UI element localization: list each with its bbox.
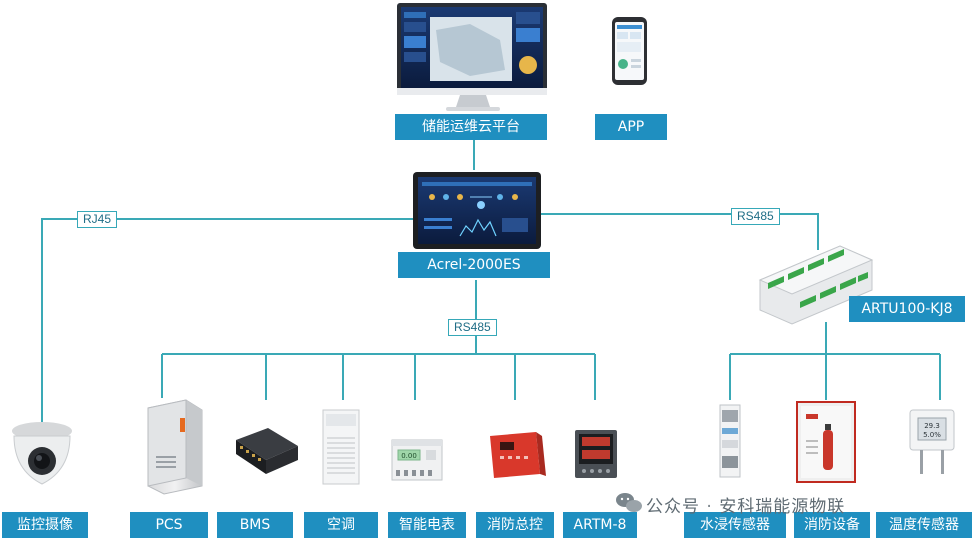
connection-lines	[41, 138, 941, 422]
sensor-label-water: 水浸传感器	[684, 512, 786, 538]
device-label-bms: BMS	[217, 512, 293, 538]
watermark: 公众号 · 安科瑞能源物联	[614, 492, 845, 517]
fire-equipment-icon	[796, 401, 856, 483]
gateway-screen-icon	[413, 172, 541, 249]
watermark-separator: ·	[706, 497, 713, 517]
pcs-cabinet-icon	[147, 399, 203, 495]
sensor-label-fire: 消防设备	[794, 512, 870, 538]
rj45-tag: RJ45	[77, 211, 118, 228]
cloud-platform-label: 储能运维云平台	[395, 114, 547, 140]
bms-box-icon	[236, 428, 298, 474]
sensor-label-temp: 温度传感器	[876, 512, 972, 538]
artm-monitor-icon	[575, 430, 617, 478]
rs485-mid-tag: RS485	[448, 319, 497, 336]
device-label-pcs: PCS	[130, 512, 208, 538]
io-module-icon	[758, 245, 874, 325]
camera-icon	[12, 422, 72, 485]
module-label: ARTU100-KJ8	[849, 296, 965, 322]
air-conditioner-icon	[322, 409, 360, 485]
meter-reading: 0.00	[401, 452, 417, 460]
temperature-sensor-icon: 29.3 5.0%	[909, 409, 955, 474]
device-label-aircon: 空调	[304, 512, 378, 538]
cloud-monitor-icon	[397, 3, 547, 111]
camera-label: 监控摄像	[2, 512, 88, 538]
smart-meter-icon: 0.00	[391, 439, 443, 481]
device-label-meter: 智能电表	[388, 512, 466, 538]
rs485-right-tag: RS485	[731, 208, 780, 225]
wechat-icon	[616, 493, 642, 512]
water-leak-sensor-icon	[719, 404, 741, 478]
device-label-artm: ARTM-8	[563, 512, 637, 538]
temp-reading: 29.3	[924, 422, 940, 430]
watermark-brand: 安科瑞能源物联	[719, 497, 846, 517]
gateway-label: Acrel-2000ES	[398, 252, 550, 278]
phone-icon	[612, 17, 647, 85]
device-label-fire-panel: 消防总控	[476, 512, 554, 538]
watermark-text: 公众号	[646, 497, 700, 517]
app-label: APP	[595, 114, 667, 140]
fire-control-panel-icon	[490, 432, 546, 478]
humid-reading: 5.0%	[923, 431, 941, 439]
